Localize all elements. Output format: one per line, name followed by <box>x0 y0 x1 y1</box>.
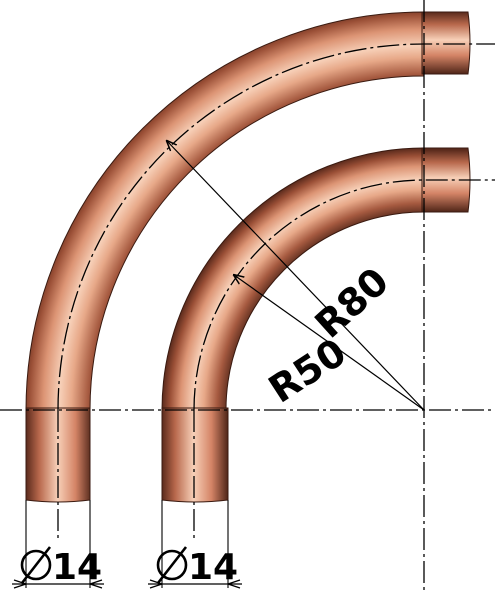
outer-dim-arrow-right <box>89 579 103 589</box>
r80-label: R80 <box>307 259 397 347</box>
outer-pipe-top-straight <box>421 11 471 75</box>
center-lines <box>0 0 495 590</box>
diameter-symbol-icon <box>156 546 188 584</box>
diameter-dimension-outer: 14 <box>12 500 104 589</box>
inner-dim-arrow-right <box>227 579 241 589</box>
diameter-dimension-inner: 14 <box>148 500 242 589</box>
outer-dim-arrow-left <box>13 579 27 589</box>
inner-dim-arrow-left <box>149 579 163 589</box>
outer-pipe-axis <box>57 43 495 411</box>
inner-diameter-label: 14 <box>188 547 238 588</box>
outer-diameter-label: 14 <box>52 547 102 588</box>
r50-leader <box>234 275 425 411</box>
diameter-symbol-icon <box>20 546 52 584</box>
r80-leader <box>167 141 425 411</box>
inner-pipe <box>161 147 471 503</box>
inner-pipe-axis <box>193 179 495 411</box>
inner-pipe-bottom-straight <box>161 407 229 503</box>
